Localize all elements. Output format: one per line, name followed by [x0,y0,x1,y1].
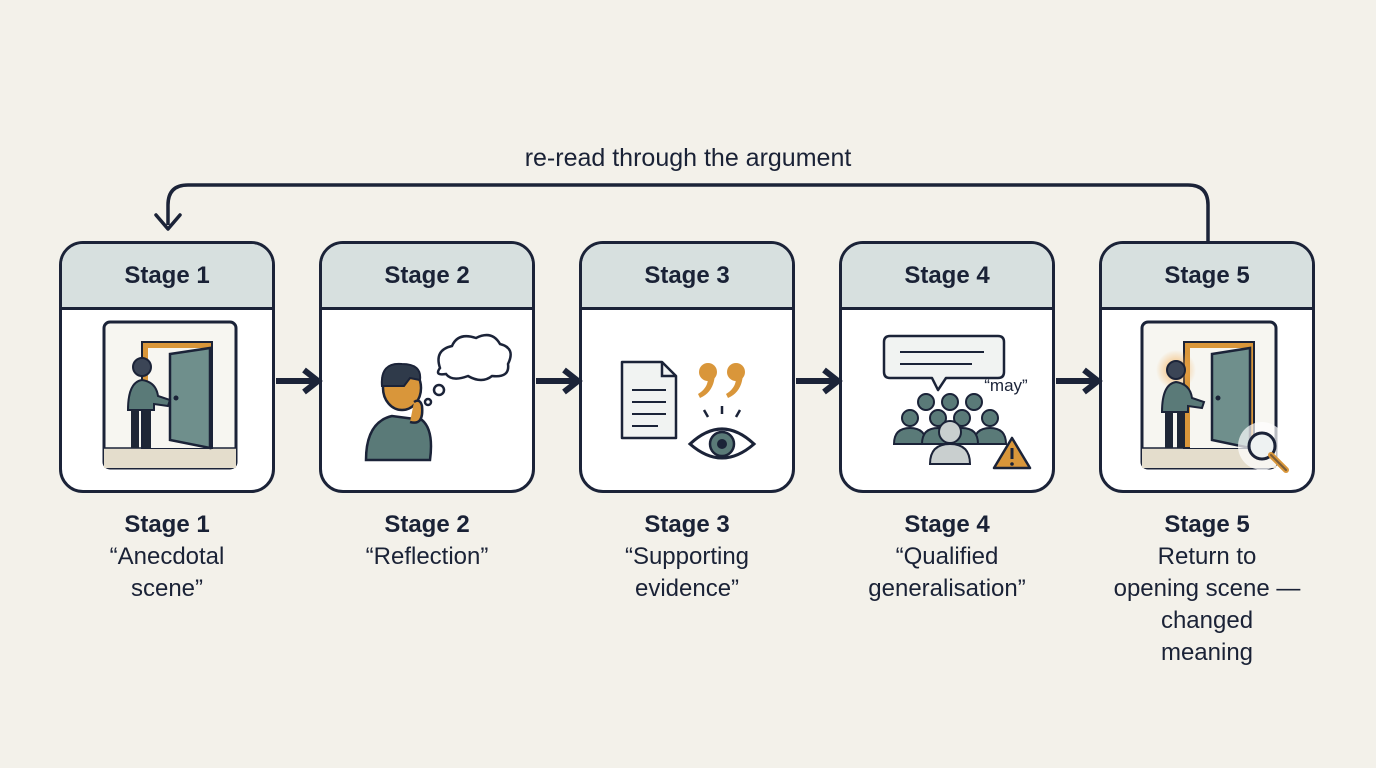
loop-label: re-read through the argument [524,144,852,172]
flow-arrow-1 [276,367,323,395]
stage-4-card: Stage 4 “may” [839,241,1055,493]
stage-2-caption: Stage 2 “Reflection” [307,509,547,573]
stage-3-caption: Stage 3 “Supporting evidence” [567,509,807,605]
stage-1-description: “Anecdotal scene” [109,543,225,602]
group-icon [892,393,1008,465]
may-note: “may” [984,376,1028,395]
stage-4-header: Stage 4 [842,244,1052,310]
thinking-person-icon [364,333,512,462]
door-scene-icon [1140,320,1278,470]
flow-arrow-3 [796,367,843,395]
stage-4-caption: Stage 4 “Qualified generalisation” [827,509,1067,605]
stage-1-caption: Stage 1 “Anecdotal scene” [47,509,287,605]
stage-3-description: “Supporting evidence” [624,543,750,602]
magnifier-icon [1238,422,1289,473]
stage-4-title: Stage 4 [904,511,990,538]
stage-1-header: Stage 1 [62,244,272,310]
document-icon [620,360,678,440]
stage-2-description: “Reflection” [365,543,489,570]
stage-5-title: Stage 5 [1164,511,1250,538]
warning-icon [992,436,1032,470]
stage-1-title: Stage 1 [124,511,210,538]
stage-1-card: Stage 1 [59,241,275,493]
stage-3-card: Stage 3 [579,241,795,493]
stage-5-caption: Stage 5 Return to opening scene — change… [1087,509,1327,669]
speech-bubble-icon [882,334,1006,392]
stage-2-header: Stage 2 [322,244,532,310]
quote-marks-icon [698,363,745,398]
stage-2-title: Stage 2 [384,511,470,538]
stage-3-header: Stage 3 [582,244,792,310]
stage-2-card: Stage 2 [319,241,535,493]
stage-5-card: Stage 5 [1099,241,1315,493]
flow-arrow-2 [536,367,583,395]
stage-3-title: Stage 3 [644,511,730,538]
stage-5-description: Return to opening scene — changed meanin… [1113,543,1301,666]
eye-icon [687,406,757,460]
door-scene-icon [102,320,238,470]
flow-arrow-4 [1056,367,1103,395]
stage-5-header: Stage 5 [1102,244,1312,310]
stage-4-description: “Qualified generalisation” [868,543,1026,602]
